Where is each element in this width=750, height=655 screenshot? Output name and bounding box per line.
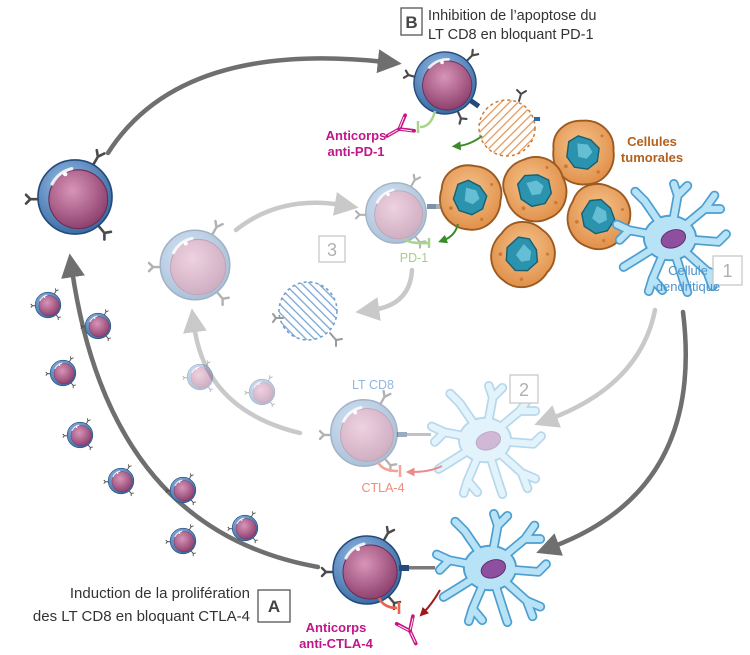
tcr-link-bottom [399,565,435,571]
tumor-cells-label-line1: Cellules [627,134,677,149]
arrow-dc-to-step-2 [534,307,658,428]
panel-b-title-line2: LT CD8 en bloquant PD-1 [428,27,594,43]
killing-arrow [451,135,483,151]
anti-pd1-antibody [380,113,416,146]
panel-b-header: B Inhibition de l’apoptose du LT CD8 en … [400,7,597,43]
lt-cd8-cell [394,33,487,127]
ctla4-receptor-faded [376,461,402,477]
lt-cd8-small [165,524,197,557]
lt-cd8-small [165,473,197,506]
tumor-cell [434,159,507,236]
lt-cd8-label: LT CD8 [352,378,394,392]
arrow-proliferation-up [61,253,321,570]
tcr-link-top [469,98,481,109]
pd1-receptor-blocked [416,110,437,133]
inhibition-arrow [419,589,441,617]
arrow-to-apoptosis [355,267,415,321]
lt-cd8-cell [320,525,403,611]
killing-arrow [438,223,459,244]
lt-cd8-small-faded [244,375,276,408]
lt-cd8-small [45,356,77,389]
lt-cd8-cell-faded [318,389,399,473]
tcr-link-faded [397,432,431,437]
tumor-cells-label-line2: tumorales [621,150,683,165]
anti-ctla4-label-line1: Anticorps [306,620,367,635]
lt-cd8-small [103,464,135,497]
panel-b-letter: B [405,13,417,32]
panel-b-box [400,7,423,36]
panel-a-letter: A [268,597,280,616]
tumor-cell [478,210,568,300]
pd1-receptor [402,237,431,248]
panel-a-header: Induction de la prolifération des LT CD8… [33,585,291,625]
tcr-link-tumor [427,204,441,209]
panel-a-box [257,589,291,623]
step-2-number: 2 [519,380,529,400]
anti-ctla4-antibody [394,614,426,650]
lt-cd8-cell-faded [354,173,428,249]
ctla4-label: CTLA-4 [361,481,404,495]
tumor-cell [556,174,641,260]
step-1-number: 1 [722,261,732,281]
panel-a-title-line1: Induction de la prolifération [70,585,250,602]
ctla4-receptor [377,597,401,614]
apoptotic-t-cell [272,281,343,347]
lt-cd8-small-faded [182,360,214,393]
arrow-step-2-up [183,308,303,436]
anti-pd1-label-line2: anti-PD-1 [327,144,384,159]
panel-a-title-line2: des LT CD8 en bloquant CTLA-4 [33,608,250,625]
step-3-number: 3 [327,240,337,260]
anti-pd1-label-line1: Anticorps [326,128,387,143]
step-1-badge: 1 [712,255,743,286]
anti-ctla4-label-line2: anti-CTLA-4 [299,636,373,651]
lt-cd8-cell [24,148,114,242]
pd1-label: PD-1 [400,251,429,265]
apoptotic-tumor-cell [478,89,540,157]
lt-cd8-small [30,288,62,321]
dendritic-cell [437,514,546,622]
arrow-to-step-3 [233,192,359,233]
arrow-dc-to-panel-a [536,309,688,556]
step-2-badge: 2 [509,374,539,404]
dendritic-cell-label-line1: Cellule [668,263,708,278]
lt-cd8-cell-faded [147,219,232,307]
panel-b-title-line1: Inhibition de l’apoptose du [428,8,597,24]
lt-cd8-small [62,418,94,451]
step-3-badge: 3 [318,235,346,263]
dendritic-cell-label-line2: dendritique [656,279,720,294]
arrow-to-panel-b [105,49,402,156]
inhibition-arrow-faded [405,465,443,477]
